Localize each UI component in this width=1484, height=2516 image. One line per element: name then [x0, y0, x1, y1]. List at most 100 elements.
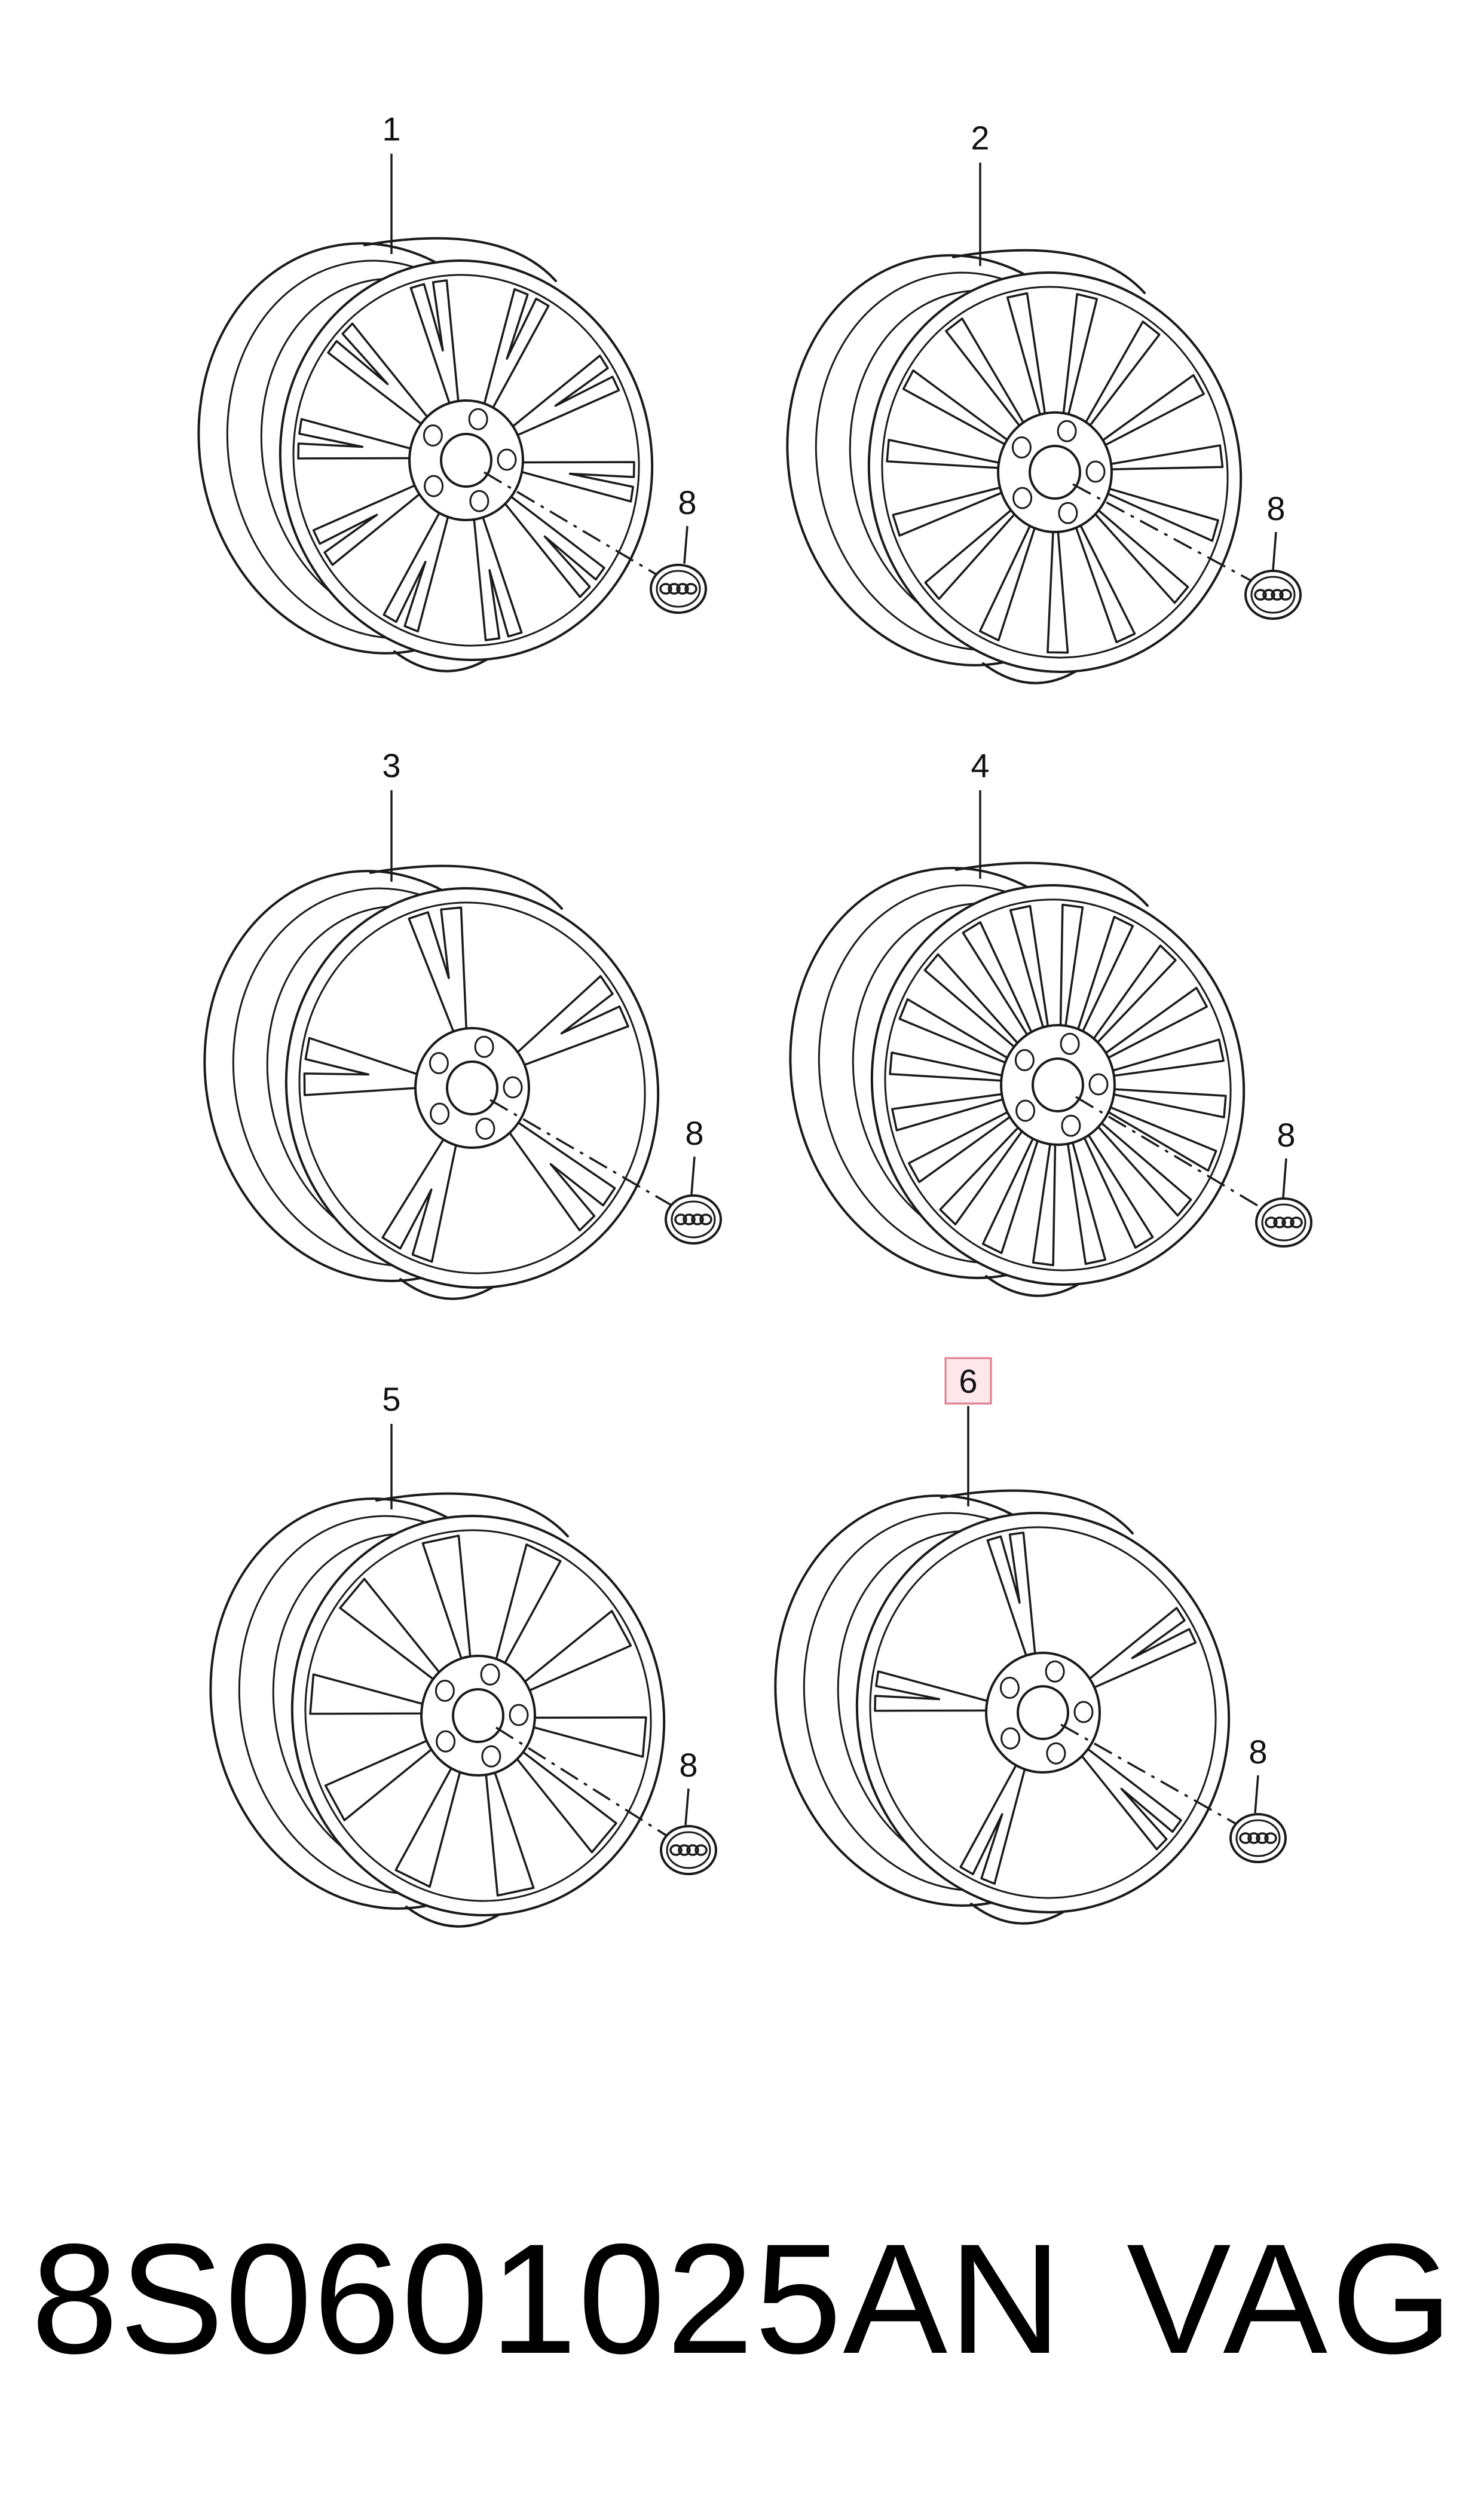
lug-hole: [1014, 1049, 1035, 1071]
cap-callout-number: 8: [1266, 490, 1285, 527]
wheel-spokes: [309, 1534, 647, 1897]
spoke: [312, 478, 433, 566]
spoke: [500, 1113, 616, 1231]
lug-hole: [1000, 1727, 1021, 1750]
lug-hole: [424, 475, 444, 497]
lug-hole: [1057, 420, 1077, 442]
part-number: 8S0601025AN: [31, 2211, 1063, 2386]
lug-hole: [475, 1117, 495, 1140]
wheel-hub: [1000, 1024, 1116, 1146]
lug-hole: [1060, 1032, 1080, 1055]
lug-hole: [1011, 436, 1032, 458]
callout-number: 6: [959, 1362, 977, 1400]
spoke: [504, 975, 629, 1071]
wheel-face: [284, 887, 660, 1289]
callout-1: 1: [382, 110, 401, 254]
wheel-hub: [420, 1655, 536, 1777]
wheel-face: [279, 259, 654, 661]
lug-hole: [436, 1730, 456, 1753]
lug-hole: [999, 1677, 1020, 1699]
cap-callout-number: 8: [1249, 1733, 1267, 1771]
wheel-face: [867, 271, 1243, 673]
lug-hole: [481, 1745, 501, 1768]
center-cap: 8: [495, 1726, 717, 1875]
lug-hole: [423, 424, 443, 447]
wheel-2: 28: [786, 119, 1302, 684]
lug-hole: [1015, 1099, 1036, 1122]
callout-number: 4: [971, 747, 989, 784]
wheel-4: 48: [789, 747, 1312, 1297]
four-rings-logo-icon: [1239, 1832, 1277, 1844]
wheel-spokes: [297, 279, 635, 641]
four-rings-logo-icon: [659, 583, 697, 595]
wheel-hub: [414, 1027, 530, 1149]
spoke: [383, 497, 454, 633]
four-rings-logo-icon: [669, 1844, 708, 1856]
cap-callout-number: 8: [685, 1114, 703, 1152]
callout-number: 3: [382, 747, 400, 784]
spoke: [471, 501, 523, 641]
lug-hole: [1012, 487, 1033, 509]
brand-label: VAG: [1127, 2211, 1457, 2386]
lug-hole: [469, 490, 489, 512]
four-rings-logo-icon: [1254, 589, 1292, 601]
wheel-1: 18: [197, 110, 707, 672]
lug-hole: [430, 1102, 450, 1125]
spoke: [1076, 1607, 1197, 1695]
spoke: [297, 418, 426, 460]
cap-callout-number: 8: [1277, 1116, 1295, 1154]
callout-4: 4: [971, 747, 990, 879]
wheel-hub: [408, 399, 524, 521]
spoke: [1071, 1739, 1182, 1851]
spoke: [381, 1124, 461, 1263]
lug-hole: [1073, 1701, 1094, 1723]
wheel-face: [290, 1515, 666, 1916]
spoke: [986, 1531, 1038, 1672]
four-rings-logo-icon: [1265, 1216, 1303, 1228]
lug-hole: [1061, 1114, 1081, 1137]
lug-hole: [1045, 1660, 1065, 1683]
center-cap: 8: [1060, 1723, 1287, 1863]
spoke: [408, 906, 469, 1047]
center-cap: 8: [1072, 483, 1302, 620]
callout-number: 5: [382, 1380, 400, 1418]
wheel-hub: [997, 411, 1113, 533]
lug-hole: [429, 1052, 449, 1074]
callout-number: 1: [382, 110, 400, 148]
lug-hole: [468, 408, 488, 430]
spoke: [959, 1750, 1030, 1885]
lug-hole: [497, 448, 517, 471]
wheel-face: [855, 1512, 1231, 1913]
wheel-spokes: [886, 292, 1224, 654]
wheel-3: 38: [203, 747, 722, 1300]
wheel-spokes: [303, 906, 629, 1263]
lug-hole: [480, 1663, 500, 1686]
wheel-spokes: [874, 1531, 1197, 1885]
lug-hole: [474, 1035, 494, 1058]
lug-hole: [435, 1680, 455, 1702]
callout-6: 6: [944, 1357, 992, 1506]
center-cap: 8: [489, 1099, 722, 1245]
wheel-face: [870, 884, 1246, 1286]
spoke: [874, 1670, 1003, 1712]
center-cap: 8: [484, 471, 707, 614]
lug-hole: [1046, 1742, 1066, 1765]
callout-2: 2: [971, 119, 990, 266]
lug-hole: [1058, 502, 1078, 524]
lug-hole: [509, 1704, 529, 1726]
spoke: [500, 354, 620, 442]
spoke: [494, 487, 605, 598]
lug-hole: [503, 1076, 523, 1099]
spoke: [327, 322, 438, 434]
center-cap: 8: [1075, 1096, 1312, 1248]
cap-callout-number: 8: [678, 484, 696, 521]
spoke: [303, 1037, 432, 1096]
lug-hole: [1085, 460, 1106, 483]
callout-number: 2: [971, 119, 989, 157]
spoke: [409, 279, 461, 420]
wheel-6: 68: [774, 1357, 1287, 1925]
callout-highlight: [944, 1357, 992, 1405]
wheel-hub: [985, 1652, 1101, 1774]
lug-hole: [1088, 1073, 1109, 1096]
